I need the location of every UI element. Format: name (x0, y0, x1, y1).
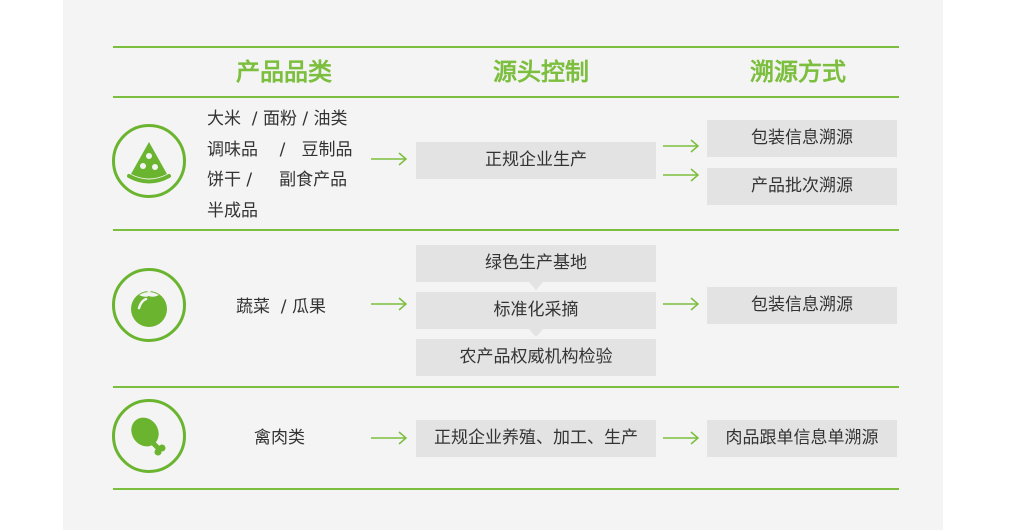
arrow-icon (663, 168, 700, 182)
arrow-icon (663, 431, 700, 445)
arrow-icon (663, 139, 700, 153)
header-category: 产品品类 (236, 58, 332, 86)
category-line: 蔬菜 / 瓜果 (236, 297, 326, 317)
category-line: 饼干 / 副食产品 (207, 170, 348, 190)
method-box: 产品批次溯源 (707, 168, 897, 205)
arrow-icon (371, 152, 408, 166)
arrow-icon (371, 431, 408, 445)
method-box: 肉品跟单信息单溯源 (707, 420, 897, 457)
arrow-icon (371, 297, 408, 311)
category-line: 半成品 (207, 201, 258, 221)
category-line: 大米 / 面粉 / 油类 (207, 109, 348, 129)
method-box: 包装信息溯源 (707, 287, 897, 324)
source-box: 标准化采摘 (416, 292, 656, 329)
source-box: 绿色生产基地 (416, 245, 656, 282)
step-down-icon (529, 329, 543, 337)
chicken-leg-icon (112, 399, 186, 473)
bottom-rule (113, 488, 899, 490)
arrow-icon (663, 297, 700, 311)
step-down-icon (529, 282, 543, 290)
source-box: 农产品权威机构检验 (416, 339, 656, 376)
header-method: 溯源方式 (750, 58, 846, 86)
category-line: 禽肉类 (254, 428, 305, 448)
row-divider-1 (113, 229, 899, 231)
method-box: 包装信息溯源 (707, 120, 897, 157)
header-source: 源头控制 (493, 58, 589, 86)
top-rule (113, 46, 899, 48)
source-box: 正规企业养殖、加工、生产 (416, 420, 656, 457)
header-rule (113, 96, 899, 98)
source-box: 正规企业生产 (416, 142, 656, 179)
tomato-icon (112, 268, 186, 342)
row-divider-2 (113, 386, 899, 388)
pizza-slice-icon (112, 124, 186, 198)
category-line: 调味品 / 豆制品 (207, 140, 353, 160)
